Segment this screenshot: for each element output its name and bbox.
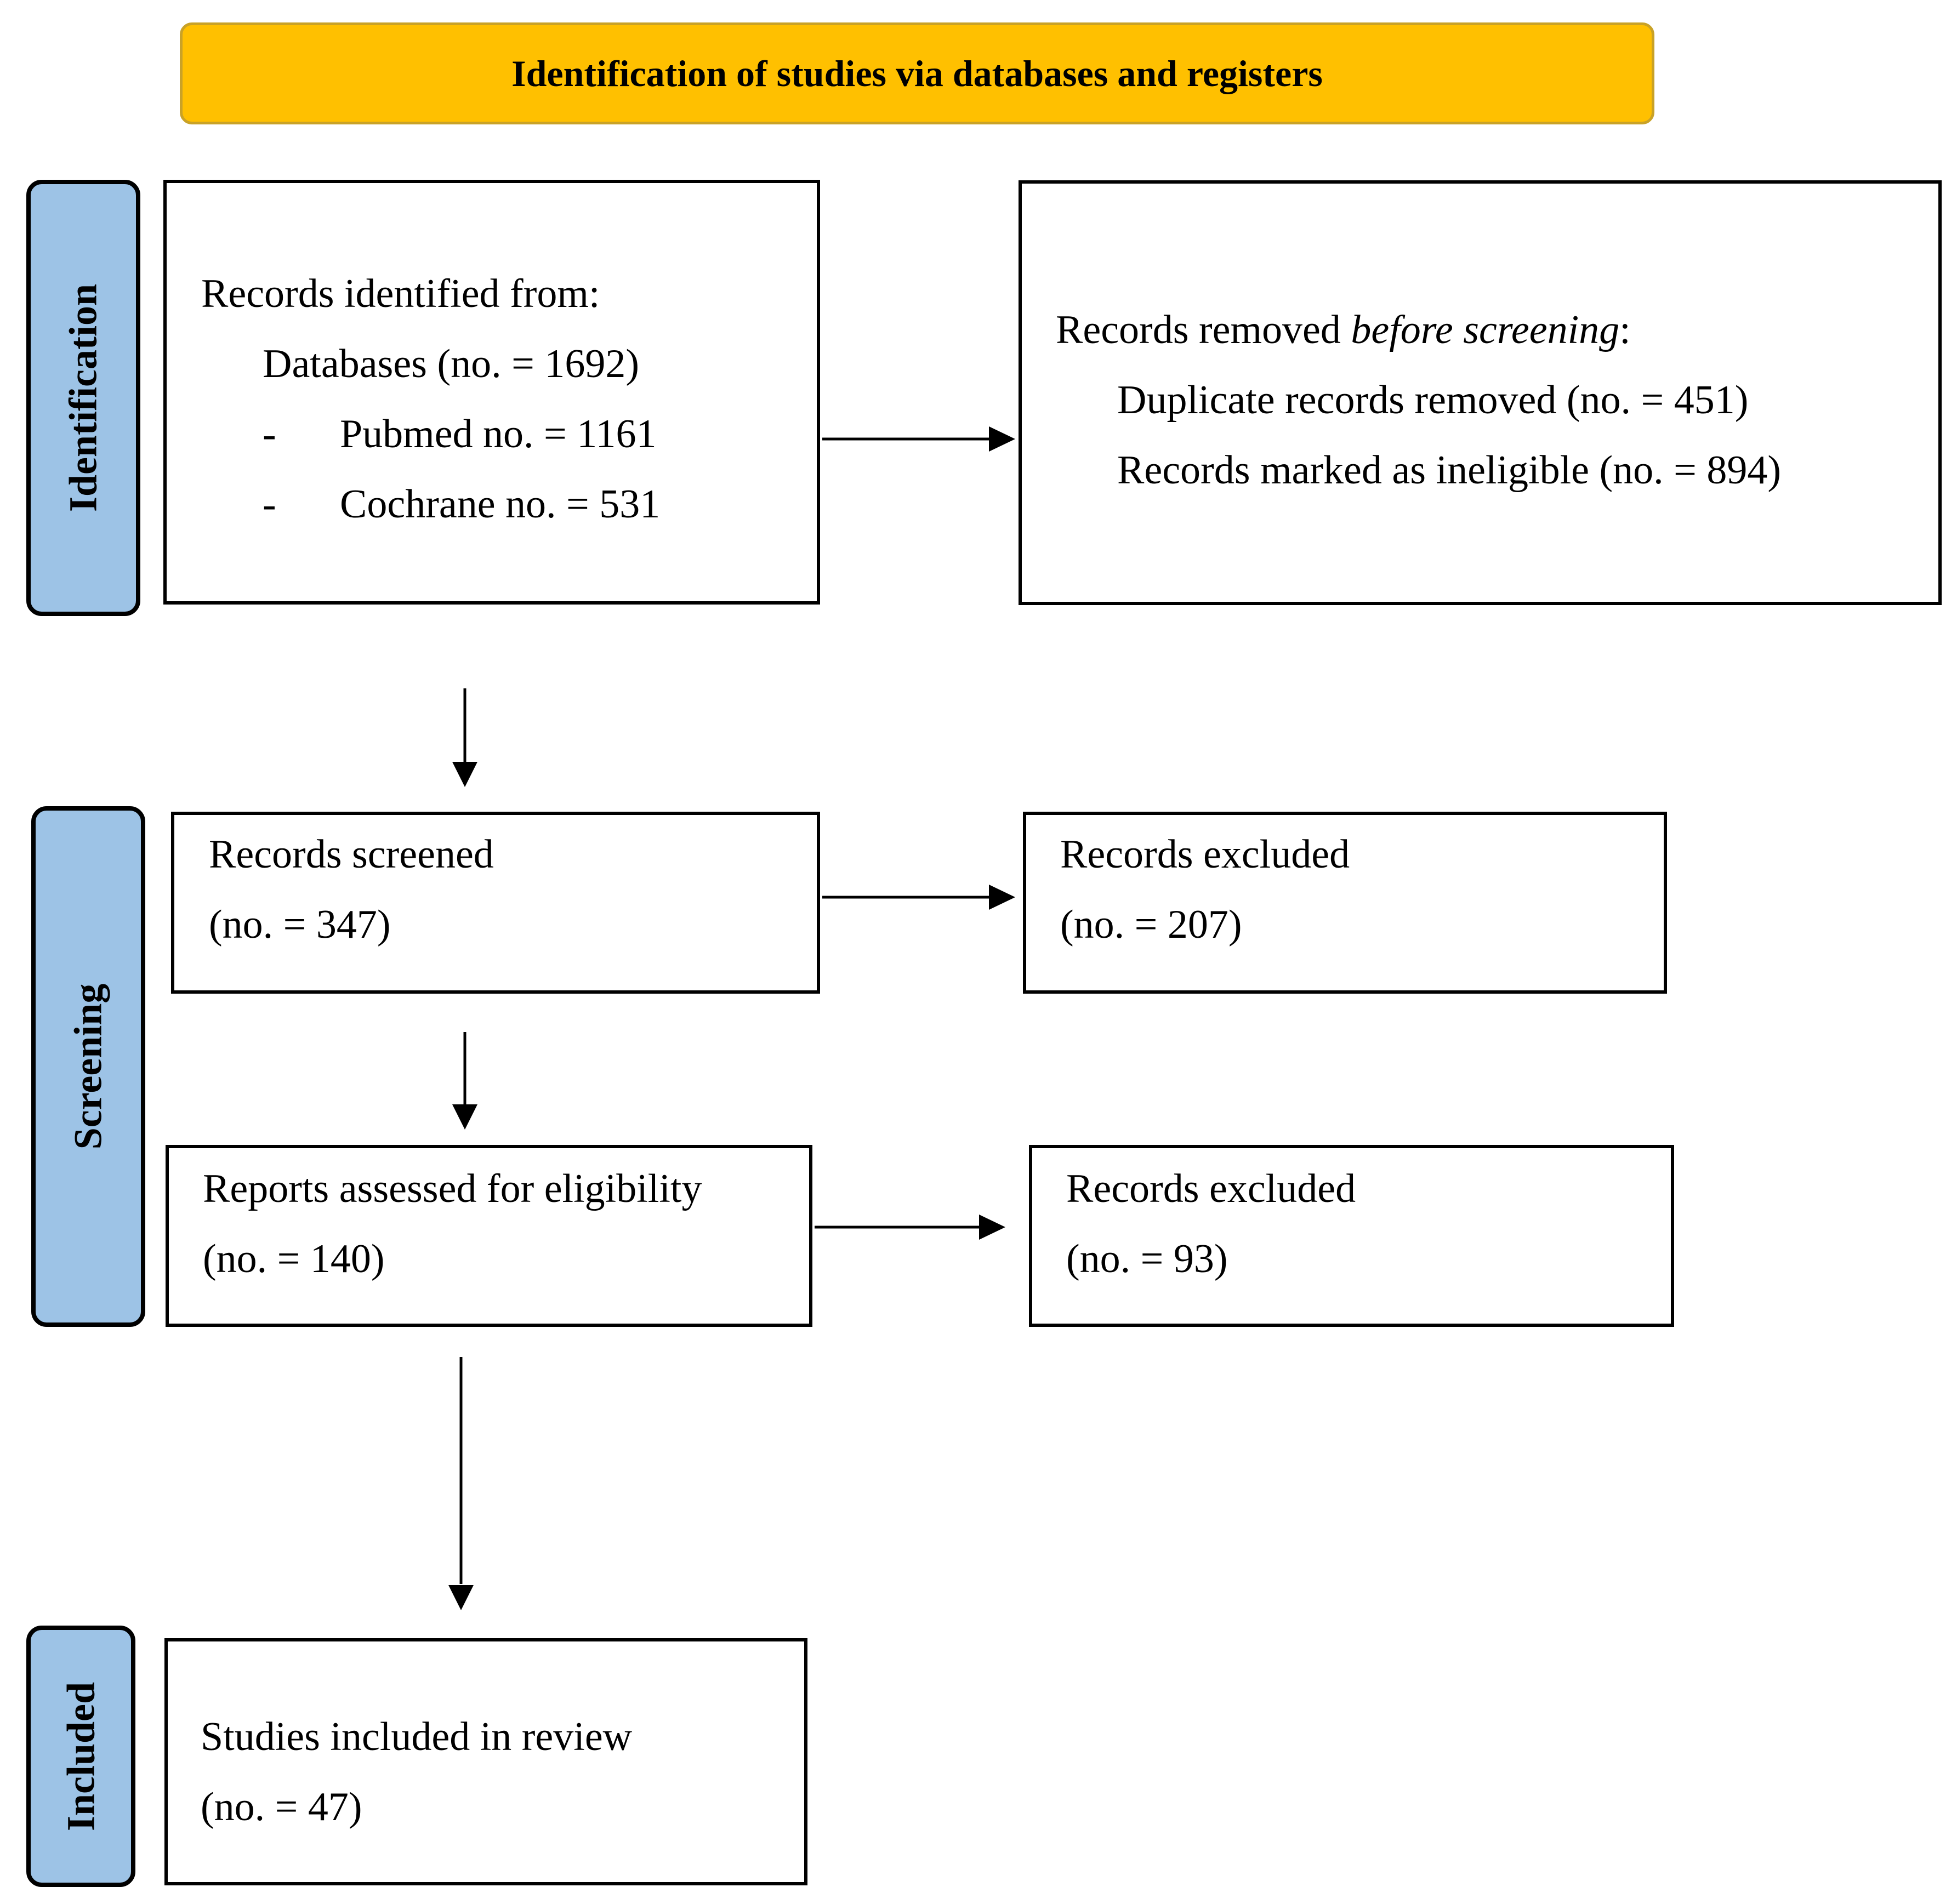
studies-included-count: (no. = 47)	[201, 1785, 362, 1829]
studies-included-label: Studies included in review	[201, 1714, 633, 1759]
records-removed-box: Records removed before screening: Duplic…	[1019, 180, 1942, 605]
reports-assessed-count: (no. = 140)	[203, 1236, 385, 1281]
reports-assessed-label: Reports assessed for eligibility	[203, 1166, 702, 1211]
cochrane-count: Cochrane no. = 531	[340, 482, 661, 527]
reports-excluded-count: (no. = 93)	[1066, 1236, 1228, 1281]
arrowhead	[979, 1215, 1005, 1240]
pubmed-count: Pubmed no. = 1161	[340, 412, 657, 457]
ineligible-removed: Records marked as ineligible (no. = 894)	[1117, 448, 1782, 493]
bullet-dash: -	[263, 482, 276, 527]
flow-title: Identification of studies via databases …	[511, 52, 1323, 94]
records-screened-count: (no. = 347)	[209, 902, 391, 947]
phase-included: Included	[26, 1626, 135, 1887]
records-screened-label: Records screened	[209, 832, 494, 877]
records-identified-box: Records identified from: Databases (no. …	[163, 180, 820, 605]
records-excluded-label: Records excluded	[1060, 832, 1350, 877]
records-excluded-count: (no. = 207)	[1060, 902, 1242, 947]
records-screened-box: Records screened (no. = 347)	[171, 812, 820, 994]
duplicates-removed: Duplicate records removed (no. = 451)	[1117, 378, 1749, 423]
reports-excluded-label: Records excluded	[1066, 1166, 1356, 1211]
arrowhead	[452, 762, 477, 787]
bullet-dash: -	[263, 412, 276, 457]
arrowhead	[452, 1104, 477, 1130]
flow-title-banner: Identification of studies via databases …	[180, 22, 1654, 124]
records-identified-heading: Records identified from:	[201, 271, 600, 316]
arrowhead	[448, 1585, 474, 1610]
records-removed-heading: Records removed before screening:	[1056, 307, 1631, 352]
records-excluded-box: Records excluded (no. = 207)	[1023, 812, 1667, 994]
databases-count: Databases (no. = 1692)	[263, 341, 639, 386]
arrowhead	[989, 885, 1015, 910]
reports-excluded-box: Records excluded (no. = 93)	[1029, 1145, 1674, 1327]
reports-assessed-box: Reports assessed for eligibility (no. = …	[166, 1145, 812, 1327]
phase-identification: Identification	[26, 180, 140, 616]
arrowhead	[989, 426, 1015, 452]
phase-screening: Screening	[31, 806, 145, 1327]
studies-included-box: Studies included in review (no. = 47)	[164, 1638, 807, 1885]
